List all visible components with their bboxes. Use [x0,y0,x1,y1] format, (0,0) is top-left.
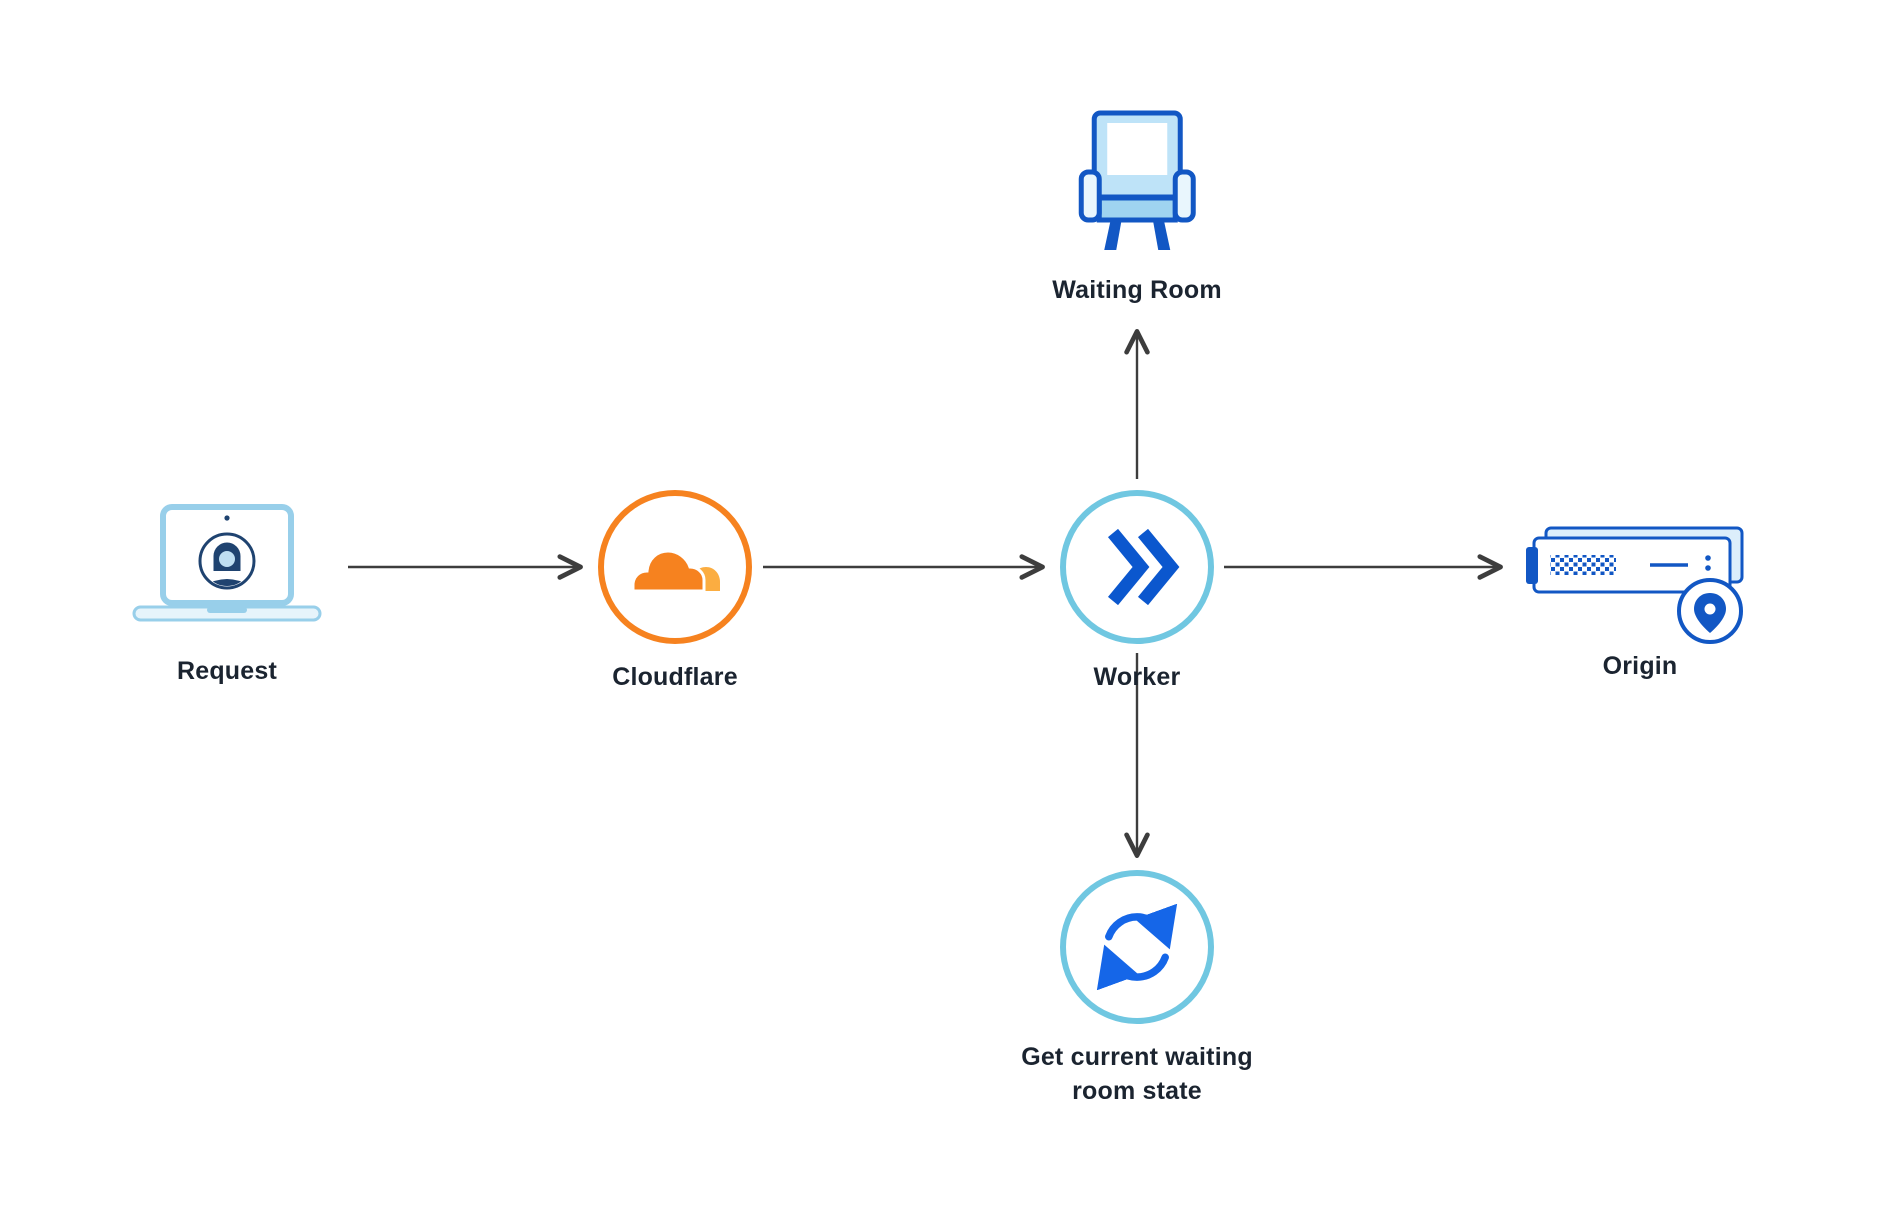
cloudflare-logo-icon [595,487,755,647]
worker-chevrons-icon [1057,487,1217,647]
node-waiting-room-state: Get current waiting room state [987,867,1287,1109]
node-worker: Worker [1057,487,1217,695]
armchair-icon [1078,110,1196,254]
node-label-waiting-room: Waiting Room [1052,276,1222,304]
node-label-request: Request [176,657,278,685]
node-label-cloudflare: Cloudflare [612,663,738,691]
refresh-sync-icon [1057,867,1217,1027]
server-location-icon [1524,522,1756,646]
node-cloudflare: Cloudflare [595,487,755,695]
node-label-worker: Worker [1093,663,1181,691]
laptop-user-icon [129,503,325,629]
node-origin: Origin [1524,522,1756,684]
node-label-waiting-room-state: Get current waiting room state [1021,1043,1253,1105]
node-waiting-room: Waiting Room [1052,110,1222,308]
node-label-origin: Origin [1602,652,1678,680]
node-request: Request [129,503,325,689]
